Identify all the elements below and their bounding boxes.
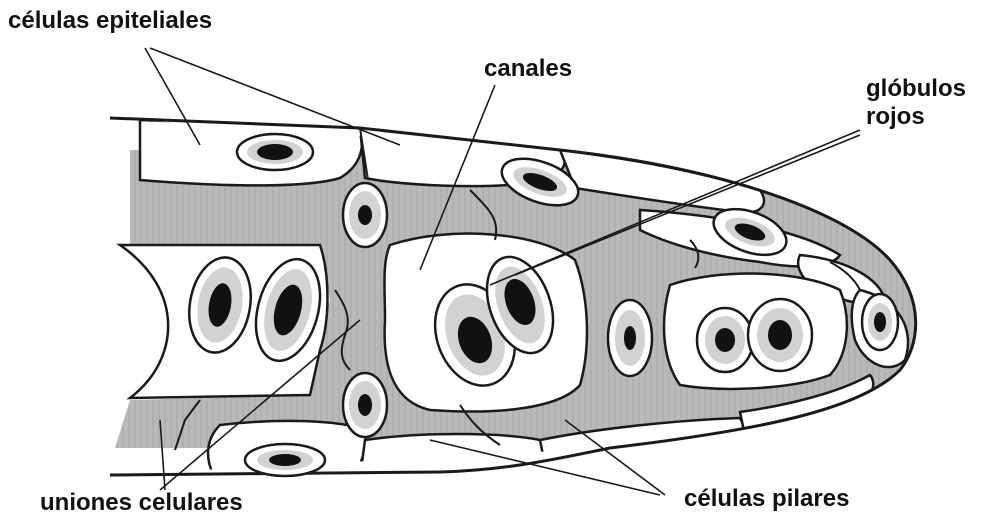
label-red-blood-cells-line1: glóbulos — [866, 76, 966, 102]
label-cell-junctions: uniones celulares — [40, 490, 243, 516]
label-canals: canales — [484, 56, 572, 82]
label-epithelial-cells: células epiteliales — [8, 8, 212, 34]
label-red-blood-cells-line2: rojos — [866, 104, 925, 130]
label-pillar-cells: células pilares — [684, 486, 849, 512]
